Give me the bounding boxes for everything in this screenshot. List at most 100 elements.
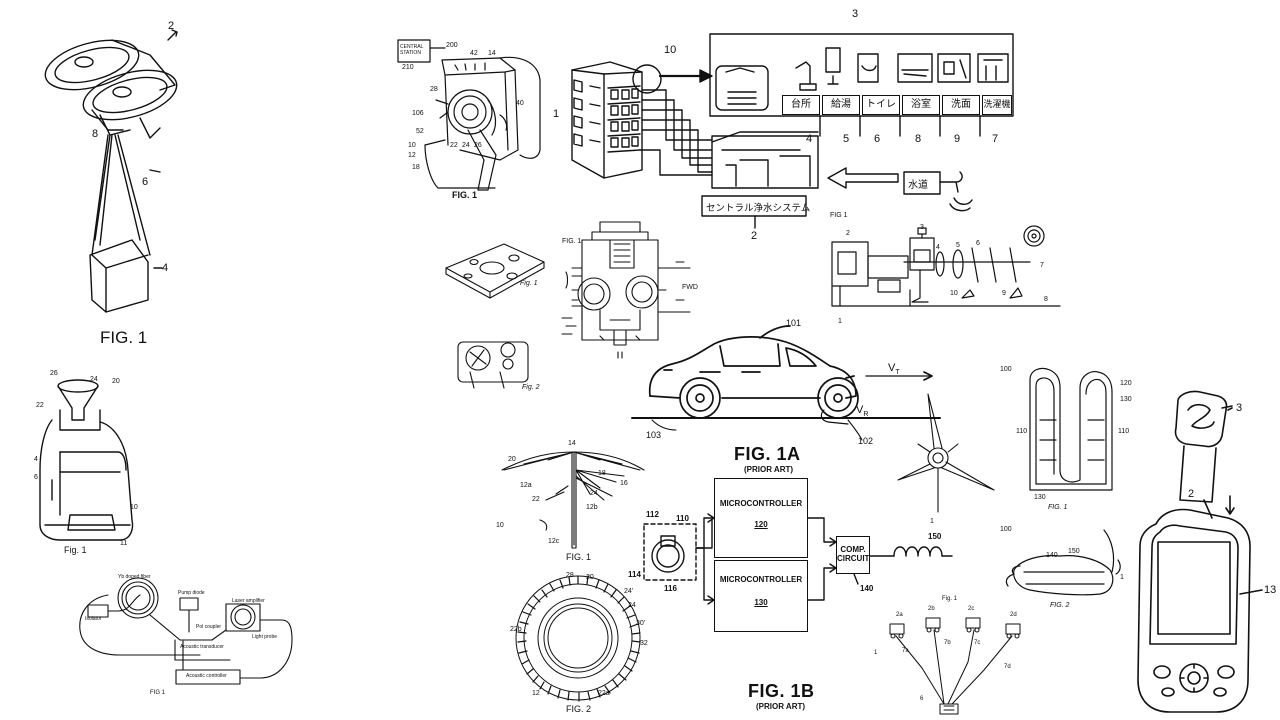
gearbox-fwd: FWD: [682, 284, 698, 291]
umbrella-ref: 12a: [520, 482, 532, 489]
device-ref-2: 2: [1188, 488, 1195, 500]
sensor-ref-112: 112: [646, 510, 659, 519]
drone-ref-6: 6: [142, 176, 149, 188]
fig-1a-prior-art: (PRIOR ART): [744, 465, 794, 474]
washer-ref: 210: [402, 64, 414, 71]
ring-ref: 22a: [598, 690, 610, 697]
juicer-ref: 24: [90, 376, 98, 383]
turbine-ref: 1: [930, 518, 934, 525]
central-station-label: CENTRAL STATION: [400, 44, 424, 56]
umbrella-ref: 12b: [586, 504, 598, 511]
microcontroller-120[interactable]: MICROCONTROLLER 120: [714, 478, 808, 558]
microcontroller-120-title: MICROCONTROLLER: [719, 499, 803, 508]
washer-ref: 10: [408, 142, 416, 149]
room-ref: 4: [806, 133, 813, 145]
juicer-ref: 4: [34, 456, 38, 463]
ring-ref: 28: [566, 572, 574, 579]
room-hot-water: 給湯: [822, 95, 860, 115]
washer-ref: 24: [462, 142, 470, 149]
fig-1b-prior-art: (PRIOR ART): [756, 702, 806, 711]
plates-fig-top: Fig. 1: [520, 280, 538, 287]
tap-water-label: 水道: [908, 180, 928, 191]
umbrella-drawing: [501, 451, 645, 549]
optics-fig-label: FIG 1: [830, 212, 848, 219]
water-system-ref-3: 3: [852, 8, 859, 20]
washer-ref: 26: [474, 142, 482, 149]
optics-ref: 2: [846, 230, 850, 237]
washer-ref: 106: [412, 110, 424, 117]
robot-ref: 7d: [1004, 664, 1011, 670]
gearbox-fig-label: FIG. 1: [562, 238, 582, 245]
laser-pol-coupler: Pol coupler: [196, 624, 222, 630]
glove-fig1: FIG. 1: [1048, 504, 1068, 511]
washer-ref: 200: [446, 42, 458, 49]
glove-ref: 150: [1068, 548, 1080, 555]
optics-ref: 8: [1044, 296, 1048, 303]
robots-drawing: [889, 617, 1021, 715]
washer-ref: 52: [416, 128, 424, 135]
car-ref-102: 102: [858, 436, 874, 446]
room-washroom: 洗面: [942, 95, 980, 115]
sensor-ref-114: 114: [628, 570, 641, 579]
optics-ref: 1: [838, 318, 842, 325]
drone-drawing: [44, 29, 178, 313]
umbrella-ref: 22: [532, 496, 540, 503]
umbrella-ref: 10: [496, 522, 504, 529]
microcontroller-130-ref: 130: [754, 598, 768, 607]
laser-fig-label: FIG 1: [150, 690, 166, 696]
room-ref: 9: [954, 133, 961, 145]
gearbox-drawing: [561, 221, 691, 359]
umbrella-ref: 20: [508, 456, 516, 463]
optics-ref: 4: [936, 244, 940, 251]
umbrella-ref: 14: [568, 440, 576, 447]
ring-ref: 24': [624, 588, 634, 595]
juicer-fig-label: Fig. 1: [64, 545, 87, 555]
car-ref-103: 103: [646, 430, 662, 440]
juicer-ref: 11: [120, 540, 128, 547]
ring-ref: 24: [628, 602, 636, 609]
room-laundry: 洗濯機: [982, 95, 1012, 115]
glove-ref: 110: [1016, 428, 1028, 435]
glove-drawing: [1005, 367, 1121, 596]
umbrella-ref: 16: [620, 480, 628, 487]
microcontroller-120-ref: 120: [754, 520, 768, 529]
glove-ref: 130: [1120, 396, 1132, 403]
laser-isolator: Isolator: [85, 616, 102, 622]
optics-ref: 7: [1040, 262, 1044, 269]
glove-ref: 100: [1000, 526, 1012, 533]
microcontroller-130[interactable]: MICROCONTROLLER 130: [714, 560, 808, 632]
optics-ref: 3: [920, 224, 924, 231]
comp-circuit-line2: CIRCUIT: [837, 554, 870, 563]
ring-drawing: [515, 575, 641, 702]
washer-drawing: [397, 39, 541, 191]
optics-ref: 5: [956, 242, 960, 249]
umbrella-ref: 24: [590, 490, 598, 497]
velocity-vt: VT: [888, 362, 900, 377]
laser-acoustic-transducer: Acoustic transducer: [180, 644, 224, 650]
washer-ref: 40: [516, 100, 524, 107]
umbrella-fig-label: FIG. 1: [566, 552, 592, 562]
optics-ref: 6: [976, 240, 980, 247]
robot-ref: 2b: [928, 606, 935, 612]
plates-drawing: [445, 243, 545, 389]
ring-ref: 30': [636, 620, 646, 627]
plates-fig-bottom: Fig. 2: [522, 384, 540, 391]
robot-ref: 1: [874, 650, 878, 656]
ring-ref: 20: [586, 574, 594, 581]
room-ref: 6: [874, 133, 881, 145]
room-ref: 8: [915, 133, 922, 145]
robots-fig-label: Fig. 1: [942, 596, 958, 602]
robot-ref: 7a: [902, 648, 909, 654]
room-ref: 7: [992, 133, 999, 145]
device-ref-3: 3: [1236, 402, 1243, 414]
microcontroller-130-title: MICROCONTROLLER: [719, 575, 803, 584]
robot-ref: 7c: [974, 640, 981, 646]
juicer-ref: 22: [36, 402, 44, 409]
comp-circuit-box[interactable]: COMP. CIRCUIT: [836, 536, 870, 574]
laser-light-probe: Light probe: [252, 634, 278, 640]
glove-fig2: FIG. 2: [1050, 602, 1070, 609]
juicer-drawing: [39, 379, 134, 541]
drone-ref-4: 4: [162, 262, 169, 274]
laser-pump-diode: Pump diode: [178, 590, 205, 596]
